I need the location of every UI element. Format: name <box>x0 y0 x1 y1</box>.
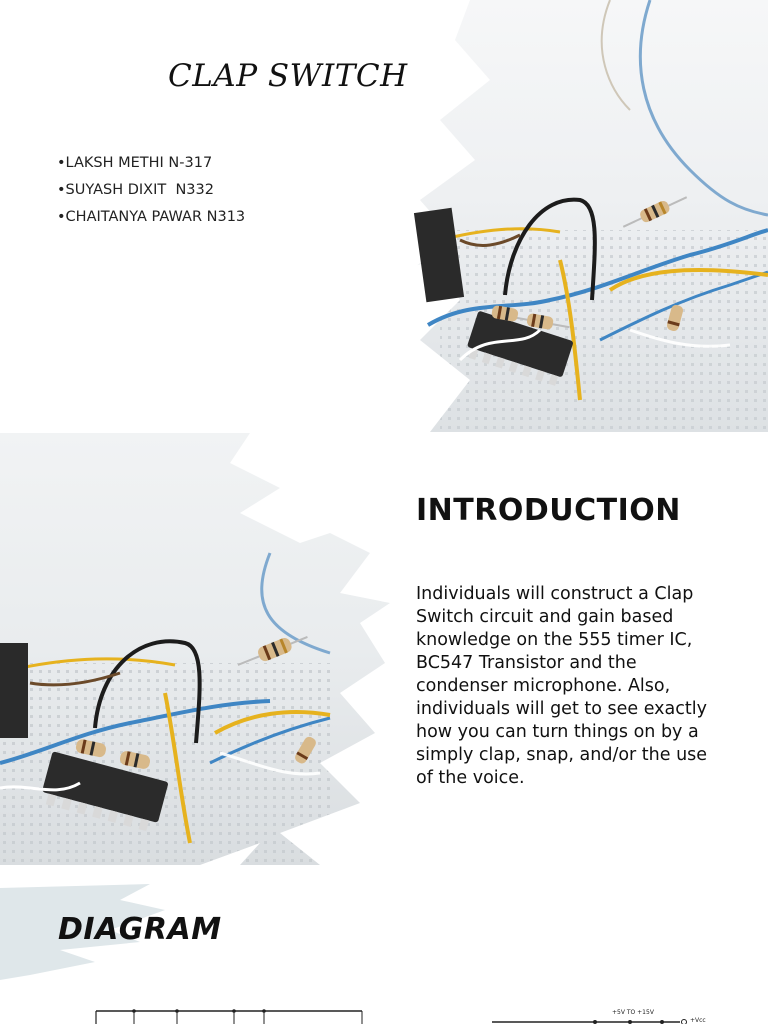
author-list: •LAKSH METHI N-317 •SUYASH DIXIT N332 •C… <box>57 150 245 231</box>
vcc-label: +Vcc <box>690 1017 706 1024</box>
breadboard-photo <box>400 0 768 432</box>
section-heading: DIAGRAM <box>58 912 222 947</box>
circuit-schematic-left <box>95 1009 363 1024</box>
intro-paragraph: Individuals will construct a Clap Switch… <box>416 584 708 788</box>
circuit-schematic-right <box>492 1019 687 1024</box>
author-item: •LAKSH METHI N-317 <box>57 155 213 171</box>
diagram-slide: DIAGRAM +5V TO +15V +Vcc <box>0 866 768 1024</box>
slide-title: CLAP SWITCH <box>168 58 408 94</box>
section-heading: INTRODUCTION <box>416 493 681 528</box>
author-item: •SUYASH DIXIT N332 <box>57 182 214 198</box>
supply-voltage-label: +5V TO +15V <box>612 1009 654 1016</box>
introduction-slide: INTRODUCTION Individuals will construct … <box>0 433 768 865</box>
title-slide: CLAP SWITCH •LAKSH METHI N-317 •SUYASH D… <box>0 0 768 432</box>
author-item: •CHAITANYA PAWAR N313 <box>57 209 246 225</box>
breadboard-photo <box>0 433 390 865</box>
brush-stroke-decoration <box>0 884 165 980</box>
